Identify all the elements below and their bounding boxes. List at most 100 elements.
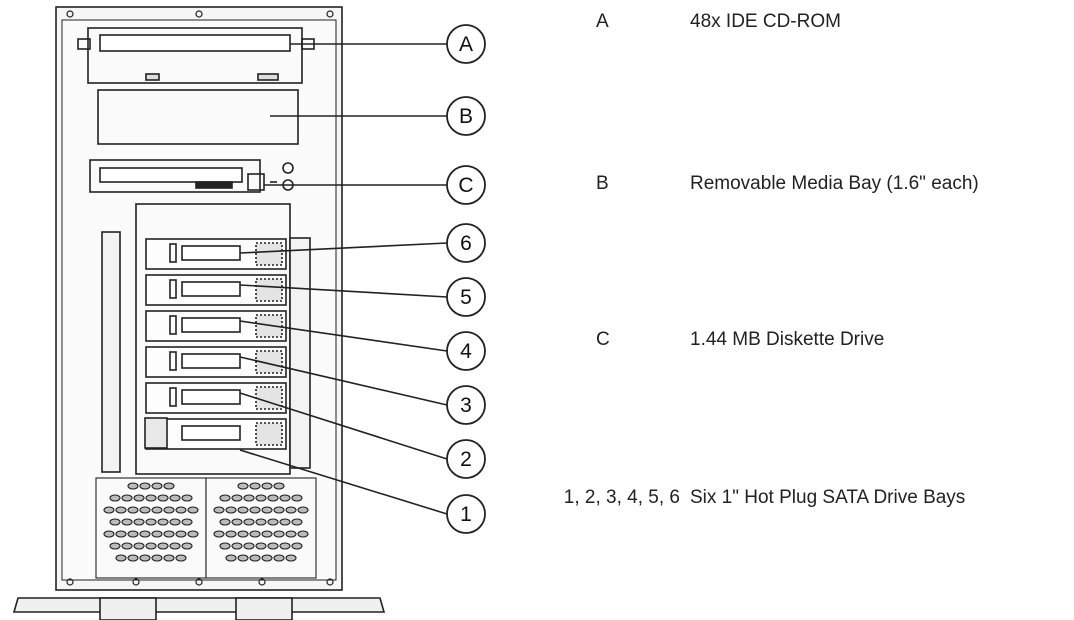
grill-hole [175,554,187,562]
callout-label: 5 [460,286,472,309]
grill-hole [267,542,279,550]
grill-hole [249,530,261,538]
grill-hole [291,542,303,550]
grill-hole [115,554,127,562]
grill-hole [297,506,309,514]
callout-b: B [270,96,486,136]
grill-hole [127,506,139,514]
grill-hole [237,482,249,490]
grill-hole [279,518,291,526]
grill-hole [163,506,175,514]
callout-label: 2 [460,448,472,471]
grill-hole [133,542,145,550]
grill-hole [249,482,261,490]
grill-hole [145,494,157,502]
grill-hole [243,494,255,502]
grill-hole [115,506,127,514]
callout-3: 3 [239,356,486,425]
grill-hole [169,518,181,526]
grill-hole [163,482,175,490]
grill-hole [157,494,169,502]
grill-hole [273,506,285,514]
grill-hole [243,518,255,526]
grill-hole [261,482,273,490]
legend-key-a: A [596,11,609,32]
grill-hole [127,482,139,490]
legend-text-media-bay: Removable Media Bay (1.6" each) [690,173,979,194]
grill-hole [237,506,249,514]
grill-hole [237,530,249,538]
grill-hole [109,518,121,526]
grill-hole [121,518,133,526]
grill-hole [273,554,285,562]
grill-hole [219,542,231,550]
grill-hole [139,482,151,490]
callout-label: 3 [460,394,472,417]
foot-left [99,597,157,620]
grill-hole [279,494,291,502]
grill-hole [249,554,261,562]
grill-hole [225,530,237,538]
grill-hole [109,542,121,550]
grill-hole [187,506,199,514]
grill-hole [219,494,231,502]
drive-bay [145,382,287,414]
drive-bay [145,310,287,342]
grill-hole [255,494,267,502]
grill-hole [115,530,127,538]
grill-hole [151,482,163,490]
grill-hole [225,506,237,514]
grill-hole [261,530,273,538]
grill-hole [187,530,199,538]
callout-label: B [459,105,473,128]
callout-label: A [459,33,473,56]
legend-text-diskette: 1.44 MB Diskette Drive [690,329,885,350]
drive-bay [145,274,287,306]
callout-label: 6 [460,232,472,255]
grill-hole [169,494,181,502]
grill-hole [243,542,255,550]
grill-hole [213,506,225,514]
grill-hole [261,506,273,514]
grill-hole [133,518,145,526]
grill-hole [109,494,121,502]
drive-bay [144,417,287,450]
grill-hole [181,494,193,502]
legend-key-c: C [596,329,610,350]
grill-hole [121,542,133,550]
chassis-base [12,597,386,613]
callout-2: 2 [239,392,486,479]
grill-hole [169,542,181,550]
grill-hole [297,530,309,538]
grill-hole [231,518,243,526]
chassis-screws [66,10,334,586]
callout-label: C [458,174,473,197]
grill-hole [121,494,133,502]
grill-hole [103,506,115,514]
callout-1: 1 [239,449,486,534]
grill-hole [279,542,291,550]
grill-hole [163,554,175,562]
grill-hole [175,506,187,514]
grill-hole [151,554,163,562]
grill-hole [127,554,139,562]
grill-hole [145,542,157,550]
grill-hole [285,506,297,514]
grill-hole [273,482,285,490]
grill-hole [139,506,151,514]
diskette-drive [89,159,294,193]
legend-text-sata-bays: Six 1" Hot Plug SATA Drive Bays [690,487,966,508]
grill-hole [291,518,303,526]
callout-a: A [290,24,486,64]
legend-text-cd-rom: 48x IDE CD-ROM [690,11,841,32]
grill-hole [213,530,225,538]
grill-hole [285,554,297,562]
grill-hole [133,494,145,502]
grill-hole [181,542,193,550]
callout-c: C [264,165,486,205]
grill-hole [127,530,139,538]
grill-hole [145,518,157,526]
grill-hole [139,530,151,538]
legend-key-drive-bays: 1, 2, 3, 4, 5, 6 [563,487,680,508]
